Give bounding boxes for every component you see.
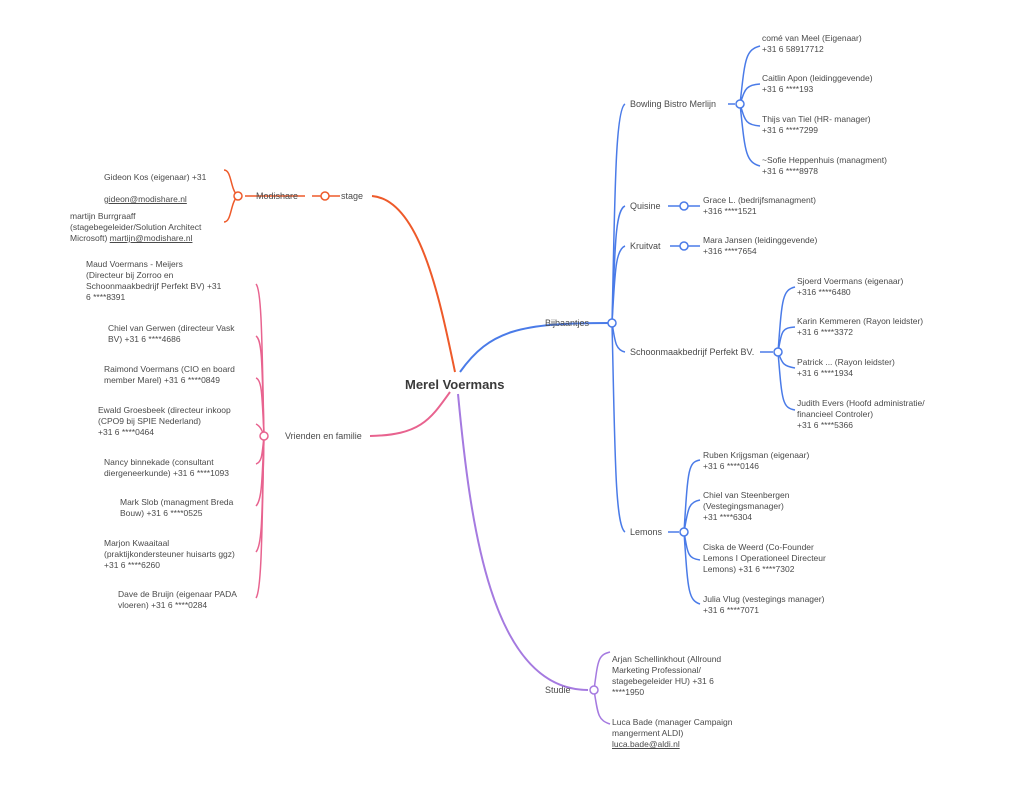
bowling-contact-0[interactable]: comé van Meel (Eigenaar) +31 6 58917712 [762, 33, 862, 54]
modishare-contact-martijn[interactable]: martijn Burrgraaff (stagebegeleider/Solu… [70, 200, 201, 244]
friends-contact-1[interactable]: Chiel van Gerwen (directeur Vask BV) +31… [108, 323, 235, 344]
job-perfekt-node[interactable]: Schoonmaakbedrijf Perfekt BV. [630, 347, 755, 357]
modishare-node[interactable]: Modishare [256, 191, 299, 201]
node-quisine-joint[interactable] [679, 201, 689, 211]
job-quisine-node[interactable]: Quisine [630, 201, 661, 211]
quisine-contact-0[interactable]: Grace L. (bedrijfsmanagment) +316 ****15… [703, 195, 816, 216]
friends-node[interactable]: Vrienden en familie [285, 431, 362, 441]
job-lemons-node[interactable]: Lemons [630, 527, 663, 537]
node-jobs-joint[interactable] [607, 318, 617, 328]
lemons-contact-1[interactable]: Chiel van Steenbergen (Vestegingsmanager… [703, 490, 790, 522]
study-contact-0[interactable]: Arjan Schellinkhout (Allround Marketing … [612, 643, 721, 698]
jobs-node[interactable]: Bijbaantjes [545, 318, 590, 328]
stage-node[interactable]: stage [341, 191, 364, 201]
bowling-contact-2[interactable]: Thijs van Tiel (HR- manager) +31 6 ****7… [762, 114, 871, 135]
node-modishare-stage-joint[interactable] [320, 191, 330, 201]
friends-contact-6[interactable]: Marjon Kwaaitaal (praktijkondersteuner h… [104, 538, 235, 570]
node-kruitvat-joint[interactable] [679, 241, 689, 251]
study-node[interactable]: Studie [545, 685, 571, 695]
contact-text: Luca Bade (manager Campaign mangerment A… [612, 717, 733, 738]
link-root-friends [369, 391, 451, 437]
node-perfekt-joint[interactable] [773, 347, 783, 357]
perfekt-contact-0[interactable]: Sjoerd Voermans (eigenaar) +316 ****6480 [797, 276, 904, 297]
lemons-contact-2[interactable]: Ciska de Weerd (Co-Founder Lemons I Oper… [703, 542, 826, 574]
node-bowling-joint[interactable] [735, 99, 745, 109]
node-friends-joint[interactable] [259, 431, 269, 441]
email-link-luca[interactable]: luca.bade@aldi.nl [612, 739, 680, 749]
lemons-contact-3[interactable]: Julia Vlug (vestegings manager) +31 6 **… [703, 594, 825, 615]
link-root-jobs [459, 322, 611, 373]
friends-contact-7[interactable]: Dave de Bruijn (eigenaar PADA vloeren) +… [118, 589, 237, 610]
email-link-martijn[interactable]: martijn@modishare.nl [109, 233, 193, 243]
study-contact-1[interactable]: Luca Bade (manager Campaign mangerment A… [612, 706, 733, 750]
friends-contact-0[interactable]: Maud Voermans - Meijers (Directeur bij Z… [86, 259, 222, 302]
modishare-contact-gideon[interactable]: Gideon Kos (eigenaar) +31 gideon@modisha… [104, 161, 206, 205]
bowling-contact-3[interactable]: ~Sofie Heppenhuis (managment) +31 6 ****… [762, 155, 887, 176]
friends-contact-5[interactable]: Mark Slob (managment Breda Bouw) +31 6 *… [120, 497, 234, 518]
friends-contact-4[interactable]: Nancy binnekade (consultant diergeneerku… [104, 457, 230, 478]
link-root-study [457, 393, 589, 691]
root-node[interactable]: Merel Voermans [405, 377, 505, 392]
perfekt-contact-3[interactable]: Judith Evers (Hoofd administratie/ finan… [797, 398, 925, 430]
node-study-joint[interactable] [589, 685, 599, 695]
job-bowling-node[interactable]: Bowling Bistro Merlijn [630, 99, 717, 109]
node-lemons-joint[interactable] [679, 527, 689, 537]
bowling-contact-1[interactable]: Caitlin Apon (leidinggevende) +31 6 ****… [762, 73, 873, 94]
contact-text: Gideon Kos (eigenaar) +31 [104, 172, 207, 182]
lemons-contact-0[interactable]: Ruben Krijgsman (eigenaar) +31 6 ****014… [703, 450, 810, 471]
contact-text: Arjan Schellinkhout (Allround Marketing … [612, 654, 722, 697]
friends-contact-3[interactable]: Ewald Groesbeek (directeur inkoop (CPO9 … [98, 405, 231, 437]
job-kruitvat-node[interactable]: Kruitvat [630, 241, 661, 251]
contact-text: martijn Burrgraaff (stagebegeleider/Solu… [70, 211, 202, 243]
link-root-modishare [371, 195, 456, 373]
node-modishare-joint[interactable] [233, 191, 243, 201]
perfekt-contact-2[interactable]: Patrick ... (Rayon leidster) +31 6 ****1… [797, 357, 895, 378]
kruitvat-contact-0[interactable]: Mara Jansen (leidinggevende) +316 ****76… [703, 235, 818, 256]
friends-contact-2[interactable]: Raimond Voermans (CIO en board member Ma… [104, 364, 235, 385]
perfekt-contact-1[interactable]: Karin Kemmeren (Rayon leidster) +31 6 **… [797, 316, 924, 337]
email-link-gideon[interactable]: gideon@modishare.nl [104, 194, 187, 204]
